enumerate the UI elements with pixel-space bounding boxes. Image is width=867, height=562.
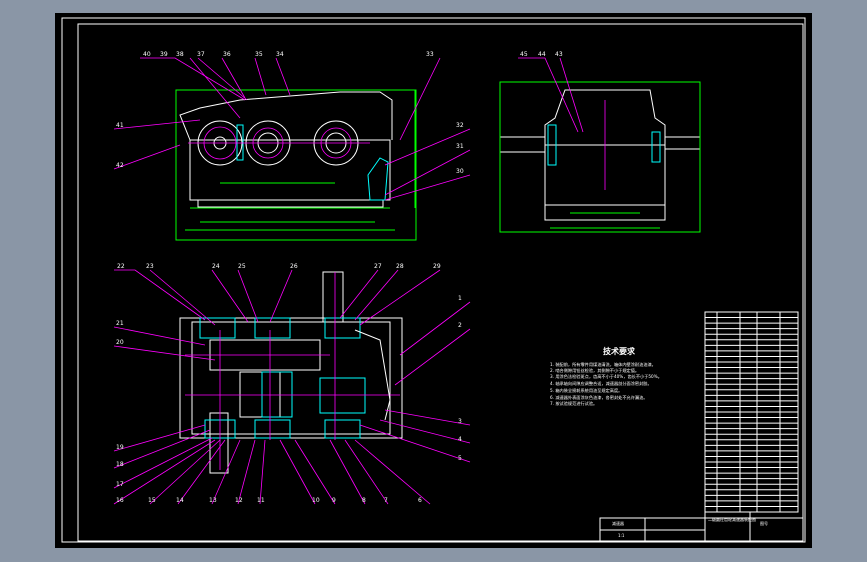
- tech-req-item: 7. 按试验规范进行试验。: [550, 400, 597, 407]
- drawing-sheet: [55, 13, 812, 548]
- part-labels: 40 39 38 37 36 35 34 33 41 42 32 31 30 4…: [116, 51, 563, 504]
- part-label-6: 6: [418, 497, 422, 504]
- part-label-13: 13: [209, 497, 217, 504]
- side-view: [499, 57, 701, 233]
- technical-requirements: 技术要求 1. 装配前，所有零件用煤油清洗，箱体内壁涂耐油油漆。 2. 啮合侧隙…: [550, 346, 662, 407]
- top-view: [113, 269, 471, 505]
- drawing-title: 二级圆柱齿轮减速器装配图: [708, 516, 756, 522]
- part-label-26: 26: [290, 263, 298, 270]
- tech-req-item: 5. 箱内装全损耗系统用油至规定高度。: [550, 387, 622, 394]
- part-label-32: 32: [456, 122, 464, 129]
- part-label-4: 4: [458, 436, 462, 443]
- part-label-25: 25: [238, 263, 246, 270]
- tech-req-item: 2. 啮合侧隙用铅丝检验，其侧隙不小于规定值。: [550, 367, 639, 374]
- part-label-11: 11: [257, 497, 265, 504]
- part-label-23: 23: [146, 263, 154, 270]
- part-label-45: 45: [520, 51, 528, 58]
- part-label-17: 17: [116, 481, 124, 488]
- title-block-name: 减速器: [612, 520, 624, 526]
- part-label-42: 42: [116, 162, 124, 169]
- tech-req-item: 6. 减速器外表面涂灰色油漆，各密封处不允许漏油。: [550, 394, 647, 401]
- part-label-10: 10: [312, 497, 320, 504]
- part-label-19: 19: [116, 444, 124, 451]
- part-label-41: 41: [116, 122, 124, 129]
- part-label-34: 34: [276, 51, 284, 58]
- part-label-37: 37: [197, 51, 205, 58]
- part-label-29: 29: [433, 263, 441, 270]
- part-label-31: 31: [456, 143, 464, 150]
- part-label-24: 24: [212, 263, 220, 270]
- part-label-1: 1: [458, 295, 462, 302]
- front-view: [113, 57, 471, 241]
- part-label-40: 40: [143, 51, 151, 58]
- part-label-18: 18: [116, 461, 124, 468]
- inner-border: [77, 23, 804, 542]
- part-label-22: 22: [117, 263, 125, 270]
- part-label-15: 15: [148, 497, 156, 504]
- tech-req-item: 4. 轴承轴向间隙应调整合适，减速器剖分面涂密封胶。: [550, 380, 652, 387]
- part-label-2: 2: [458, 322, 462, 329]
- part-label-7: 7: [384, 497, 388, 504]
- part-label-30: 30: [456, 168, 464, 175]
- part-label-14: 14: [176, 497, 184, 504]
- part-label-16: 16: [116, 497, 124, 504]
- outer-border: [61, 17, 806, 543]
- parts-list-table: [704, 311, 799, 513]
- title-block: 减速器 1:1 图号 二级圆柱齿轮减速器装配图: [599, 512, 804, 542]
- part-label-20: 20: [116, 339, 124, 346]
- title-block-sheet: 图号: [760, 520, 768, 526]
- title-block-scale: 1:1: [618, 533, 625, 538]
- tech-req-item: 3. 用涂色法检验斑点，齿高不小于40%，齿长不小于50%。: [550, 373, 662, 380]
- part-label-9: 9: [332, 497, 336, 504]
- part-label-44: 44: [538, 51, 546, 58]
- part-label-27: 27: [374, 263, 382, 270]
- part-label-8: 8: [362, 497, 366, 504]
- tech-req-heading: 技术要求: [603, 346, 636, 356]
- part-label-28: 28: [396, 263, 404, 270]
- tech-req-item: 1. 装配前，所有零件用煤油清洗，箱体内壁涂耐油油漆。: [550, 361, 656, 368]
- part-label-12: 12: [235, 497, 243, 504]
- part-label-21: 21: [116, 320, 124, 327]
- part-label-39: 39: [160, 51, 168, 58]
- part-label-5: 5: [458, 455, 462, 462]
- part-label-3: 3: [458, 418, 462, 425]
- part-label-38: 38: [176, 51, 184, 58]
- part-label-36: 36: [223, 51, 231, 58]
- part-label-35: 35: [255, 51, 263, 58]
- part-label-33: 33: [426, 51, 434, 58]
- part-label-43: 43: [555, 51, 563, 58]
